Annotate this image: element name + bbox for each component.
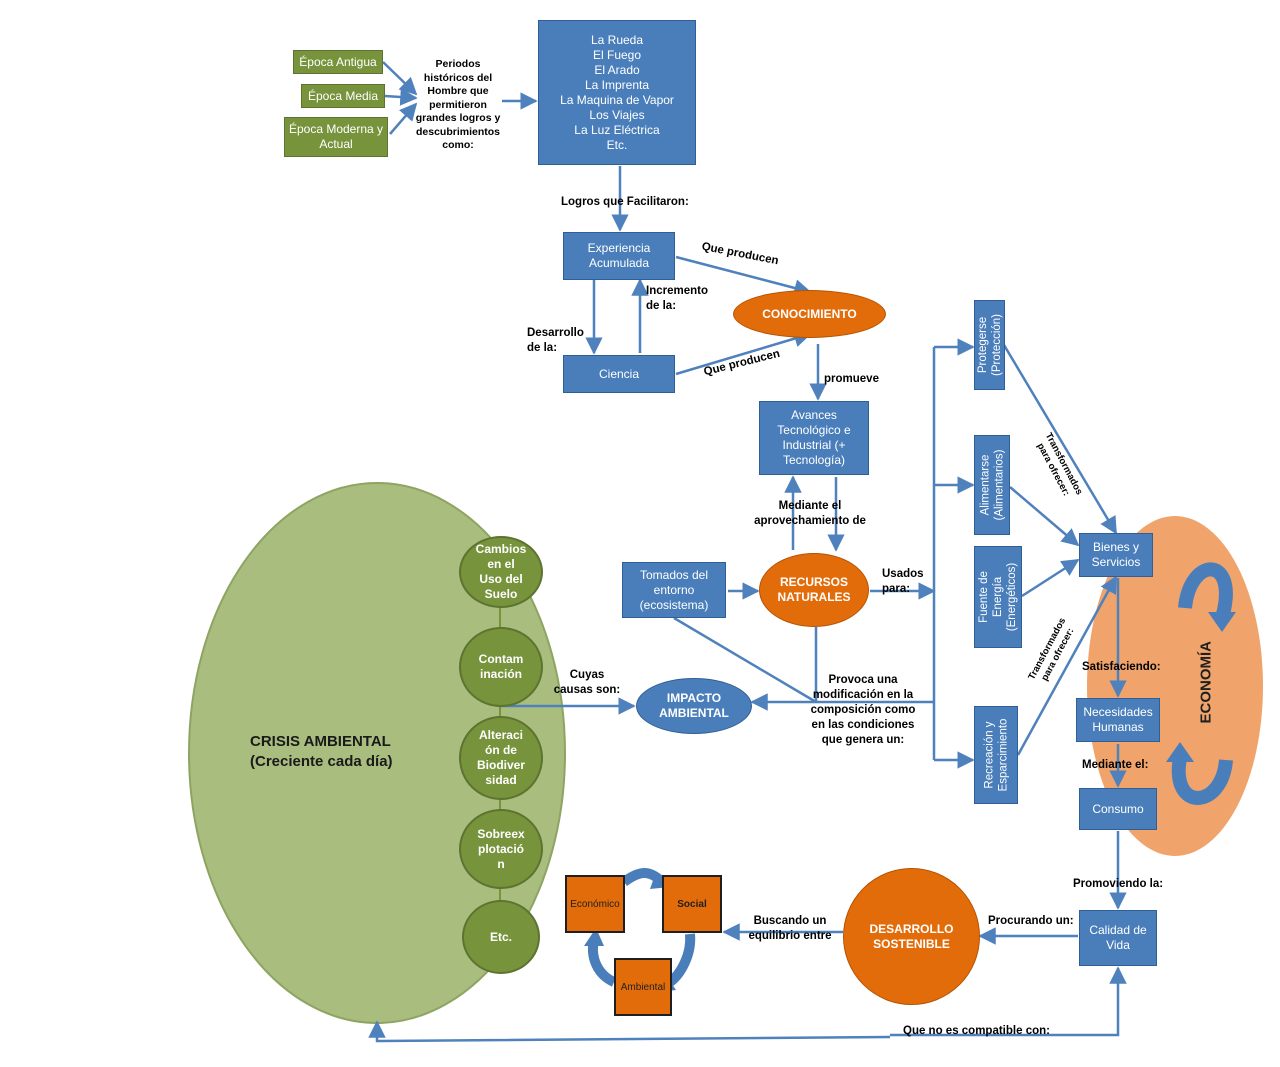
cause-sobreexplotacion: Sobreex plotació n	[459, 809, 543, 889]
mediante-el-label: Mediante el:	[1082, 759, 1149, 771]
ambiental-square: Ambiental	[614, 958, 672, 1016]
desarrollo-de-la-label: Desarrollo de la:	[527, 327, 584, 354]
impacto-ambiental-node: IMPACTO AMBIENTAL	[636, 678, 752, 734]
crisis-ambiental-title: CRISIS AMBIENTAL (Creciente cada día)	[250, 733, 393, 770]
calidad-vida-box: Calidad de Vida	[1079, 910, 1157, 966]
era-media: Época Media	[301, 84, 385, 108]
incremento-label: Incremento de la:	[646, 285, 708, 312]
cycle-arrow-right	[666, 933, 696, 987]
use-alimentarse: Alimentarse (Alimentarios)	[974, 435, 1010, 535]
conocimiento-node: CONOCIMIENTO	[733, 290, 886, 338]
discovery-item: El Arado	[594, 62, 640, 77]
economy-cycle-arrow-bottom-head	[1166, 742, 1194, 762]
logros-label: Logros que Facilitaron:	[561, 196, 689, 208]
cuyas-causas-label: Cuyas causas son:	[553, 669, 621, 696]
cause-uso-suelo: Cambios en el Uso del Suelo	[459, 536, 543, 608]
use-recreacion: Recreación y Esparcimiento	[974, 706, 1018, 804]
provoca-label: Provoca una modificación en la composici…	[810, 674, 916, 746]
discovery-item: Los Viajes	[589, 107, 645, 122]
bienes-servicios-box: Bienes y Servicios	[1079, 533, 1153, 577]
cycle-arrow-left	[588, 938, 617, 987]
no-compatible-label: Que no es compatible con:	[903, 1025, 1050, 1037]
tomados-box: Tomados del entorno (ecosistema)	[622, 562, 726, 618]
discovery-item: La Imprenta	[584, 77, 650, 92]
satisfaciendo-label: Satisfaciendo:	[1082, 661, 1161, 673]
economico-square: Económico	[565, 875, 625, 933]
procurando-label: Procurando un:	[988, 915, 1074, 927]
discovery-item: La Luz Eléctrica	[574, 122, 660, 137]
discovery-item: La Rueda	[590, 32, 644, 47]
cause-contaminacion: Contam inación	[459, 627, 543, 707]
discovery-item: El Fuego	[592, 47, 642, 62]
discovery-item: Etc.	[606, 137, 628, 152]
ciencia-box: Ciencia	[563, 355, 675, 393]
usados-para-label: Usados para:	[882, 568, 924, 595]
periods-label: Periodos históricos del Hombre que permi…	[415, 58, 501, 151]
economia-label: ECONOMÍA	[1197, 641, 1215, 724]
avances-box: Avances Tecnológico e Industrial (+ Tecn…	[759, 401, 869, 475]
cause-etc: Etc.	[462, 900, 540, 974]
social-square: Social	[662, 875, 722, 933]
discovery-item: La Maquina de Vapor	[560, 92, 674, 107]
necesidades-box: Necesidades Humanas	[1076, 698, 1160, 742]
promoviendo-label: Promoviendo la:	[1073, 878, 1164, 890]
buscando-label: Buscando un equilibrio entre	[748, 915, 832, 942]
era-antigua: Época Antigua	[293, 50, 383, 74]
consumo-box: Consumo	[1079, 788, 1157, 830]
desarrollo-sostenible-node: DESARROLLO SOSTENIBLE	[843, 868, 980, 1005]
promueve-label: promueve	[824, 373, 879, 385]
cause-biodiversidad: Alteraci ón de Biodiver sidad	[459, 716, 543, 800]
use-protegerse: Protegerse (Protección)	[974, 300, 1005, 390]
recursos-naturales-node: RECURSOS NATURALES	[759, 553, 869, 627]
economy-cycle-arrow-bottom	[1171, 756, 1233, 805]
mediante-aprovechamiento-label: Mediante el aprovechamiento de	[754, 500, 866, 527]
economy-cycle-arrow-top	[1178, 562, 1233, 620]
experiencia-box: Experiencia Acumulada	[563, 232, 675, 280]
use-energia: Fuente de Energía (Energéticos)	[974, 546, 1022, 648]
discoveries-box: La Rueda El Fuego El Arado La Imprenta L…	[538, 20, 696, 165]
economy-cycle-arrow-top-head	[1208, 612, 1236, 632]
era-moderna: Época Moderna y Actual	[284, 117, 388, 157]
